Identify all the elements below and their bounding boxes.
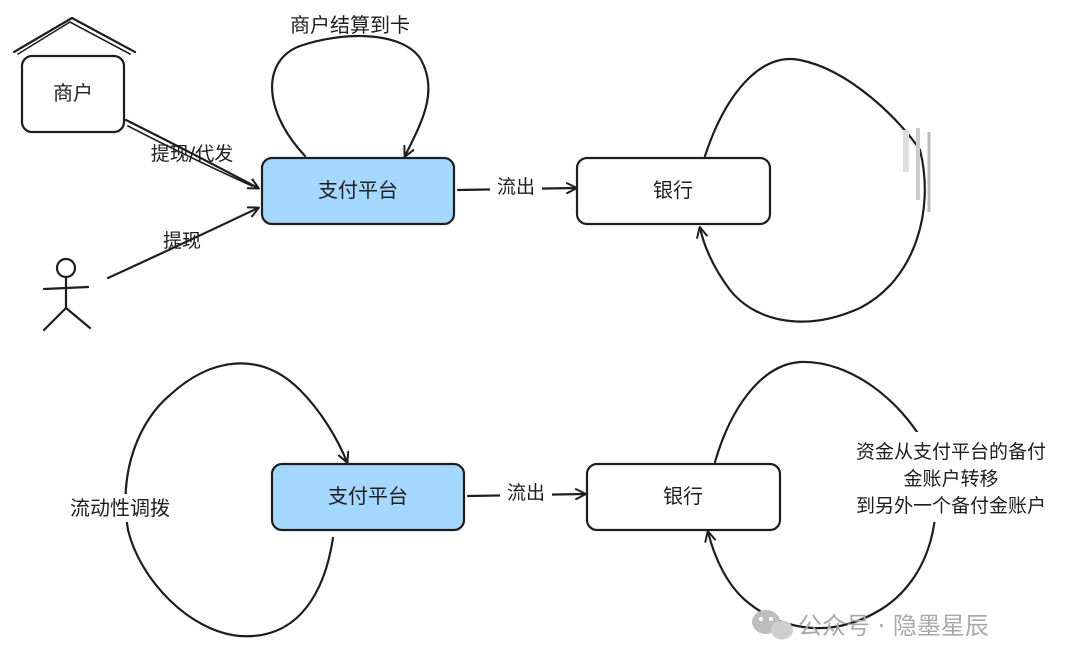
loop-endpoint-marks [903,128,931,212]
wechat-icon [752,610,793,640]
bank-loop-arrow [696,57,926,323]
withdraw-pay-arrow [124,118,260,190]
merchant-label: 商户 [53,81,93,105]
withdraw-pay-label: 提现/代发 [151,143,233,165]
outflow-label: 流出 [497,176,535,198]
platform-node-bottom [270,462,466,532]
withdraw-arrow [106,206,260,280]
bank-node [575,156,772,226]
transfer-note-line-2: 金账户转移 [903,468,998,490]
outflow-label-bottom: 流出 [507,482,545,504]
transfer-note-line-3: 到另外一个备付金账户 [856,495,1046,517]
platform-label: 支付平台 [318,178,398,202]
bank-label-bottom: 银行 [663,484,703,508]
withdraw-label: 提现 [163,230,201,252]
liquidity-label: 流动性调拨 [70,496,170,520]
platform-node [260,156,456,226]
merchant-node: 商户 [12,16,137,134]
watermark-text: 公众号 · 隐墨星辰 [798,612,989,640]
transfer-note-line-1: 资金从支付平台的备付 [856,441,1046,463]
settlement-label: 商户结算到卡 [290,13,410,37]
liquidity-loop-arrow [124,362,350,638]
platform-label-bottom: 支付平台 [328,484,408,508]
bank-label: 银行 [653,178,693,202]
bank-node-bottom [585,462,782,532]
user-figure-icon [42,257,92,332]
settlement-loop-arrow [271,34,430,158]
